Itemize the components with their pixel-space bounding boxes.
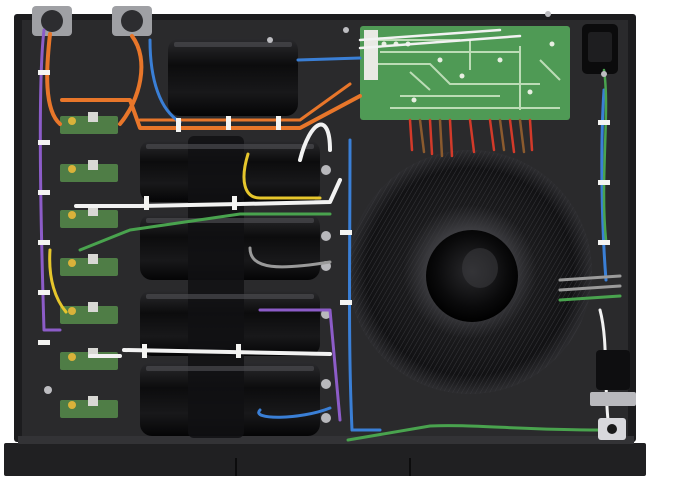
cable-ties [38, 70, 610, 358]
capacitor-terminal [321, 165, 331, 175]
control-pcb [360, 26, 570, 120]
iec-power-inlet-face [588, 32, 612, 62]
capacitor-highlight [146, 294, 314, 299]
toroidal-transformer [348, 150, 592, 394]
xlr-connector-face [121, 10, 143, 32]
wire-white [74, 122, 342, 358]
capacitor-strap [188, 136, 244, 438]
wire-blue [600, 88, 608, 282]
screws [44, 11, 607, 394]
rear-connectors [32, 6, 618, 74]
switch-bracket [590, 392, 636, 406]
capacitor-terminal [321, 413, 331, 423]
switch-body [596, 350, 630, 390]
capacitor-terminal [321, 379, 331, 389]
capacitor-highlight [146, 366, 314, 371]
capacitor-highlight [146, 218, 314, 223]
regulator-components [68, 117, 76, 409]
wire-yellow [48, 152, 322, 314]
led [607, 424, 617, 434]
front-panel [4, 443, 646, 476]
capacitor-terminal [321, 231, 331, 241]
wire-grey [248, 246, 622, 292]
pcb-connector [364, 30, 378, 80]
wiring [38, 28, 622, 442]
power-switch-assembly [590, 350, 636, 440]
capacitor [168, 38, 298, 116]
wire-purple [258, 308, 342, 422]
wire-blue [148, 38, 382, 432]
wire-orange [138, 82, 352, 122]
wire-green [78, 212, 622, 442]
capacitor-highlight [146, 144, 314, 149]
front-panel-lip [18, 436, 634, 444]
wire-green [602, 68, 608, 242]
wire-white [358, 28, 522, 50]
xlr-connector-face [41, 10, 63, 32]
wire-purple [38, 28, 62, 332]
capacitor-bank [140, 38, 331, 438]
wire-orange [45, 32, 362, 130]
capacitor-highlight [174, 42, 292, 47]
regulator-boards [60, 112, 118, 418]
wire-red [408, 118, 534, 158]
pcb-traces [372, 39, 561, 110]
regulator-heatsinks [88, 112, 98, 406]
wire-brown [418, 118, 526, 158]
toroid-hole-shine [462, 248, 498, 288]
